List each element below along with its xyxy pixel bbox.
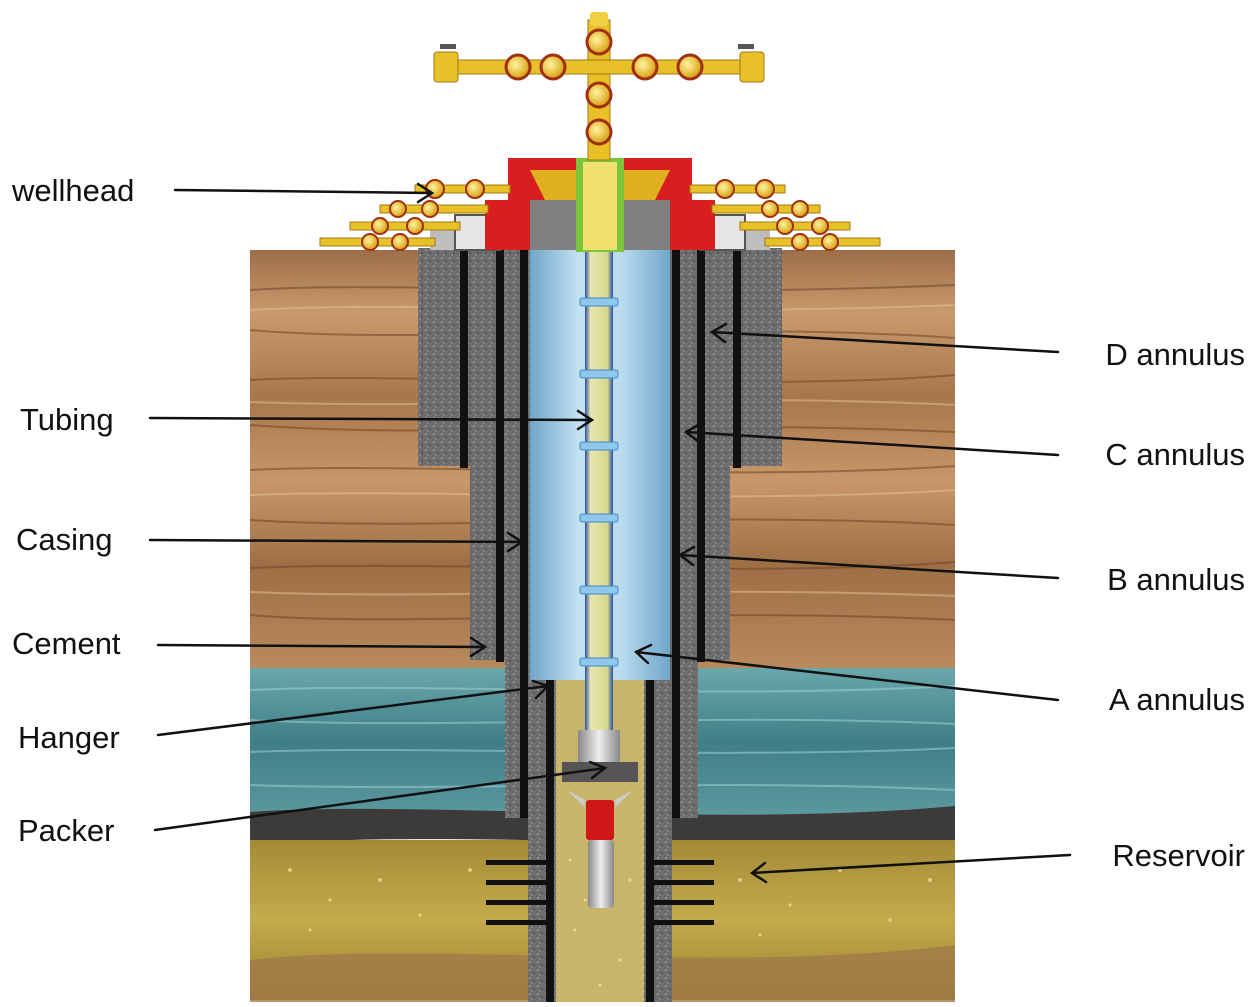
casing-strings bbox=[460, 248, 741, 1002]
label-c-annulus: C annulus bbox=[1105, 437, 1245, 472]
label-b-annulus: B annulus bbox=[1107, 562, 1245, 597]
casing-intermediate-left bbox=[496, 248, 504, 662]
packer-slips-right bbox=[615, 790, 633, 808]
arrow-b-annulus bbox=[677, 545, 1060, 580]
packer-slips-left bbox=[567, 790, 585, 808]
swab-handle-left bbox=[440, 44, 456, 49]
arrow-reservoir bbox=[749, 853, 1072, 884]
wellhead-bore-yellow bbox=[583, 162, 617, 250]
tree-horizontal-pipe bbox=[444, 59, 756, 75]
christmas-tree bbox=[433, 12, 765, 161]
tubing-couplings bbox=[579, 297, 619, 667]
label-a-annulus: A annulus bbox=[1108, 682, 1245, 717]
tubing-hanger-grey-right bbox=[622, 200, 670, 250]
arrow-d-annulus bbox=[709, 322, 1060, 354]
arrow-tubing bbox=[148, 409, 595, 431]
arrow-cement bbox=[156, 636, 488, 658]
label-reservoir: Reservoir bbox=[1112, 838, 1245, 873]
label-d-annulus: D annulus bbox=[1105, 337, 1245, 372]
arrow-a-annulus bbox=[633, 643, 1060, 702]
casing-surface-left bbox=[460, 248, 468, 468]
reservoir-speckles bbox=[288, 868, 932, 937]
arrow-hanger bbox=[156, 679, 551, 737]
liner-right bbox=[646, 680, 654, 1002]
wing-outlet-right bbox=[739, 51, 765, 83]
casing-intermediate-right bbox=[697, 248, 705, 662]
arrow-wellhead bbox=[173, 182, 435, 204]
liner-left bbox=[546, 680, 554, 1002]
tree-cap bbox=[590, 12, 608, 26]
casing-production-right bbox=[672, 248, 680, 818]
cement-outer-right bbox=[724, 248, 782, 466]
leader-lines bbox=[148, 182, 1072, 884]
arrow-packer bbox=[153, 760, 608, 832]
annulus-side-valves bbox=[319, 179, 881, 251]
liner-bore-speckles bbox=[568, 858, 632, 987]
wellhead-assembly bbox=[430, 158, 770, 252]
label-tubing: Tubing bbox=[20, 402, 114, 437]
arrow-casing bbox=[148, 531, 525, 553]
label-casing: Casing bbox=[16, 522, 113, 557]
arrow-c-annulus bbox=[683, 422, 1060, 457]
perforations-left bbox=[486, 860, 552, 925]
tubing-hanger-yellow-right bbox=[622, 170, 670, 200]
tubing-hanger-grey-left bbox=[530, 200, 578, 250]
tailpipe bbox=[588, 840, 614, 908]
tubing-body bbox=[585, 250, 613, 730]
side-valve-wheels bbox=[361, 179, 839, 251]
tree-valves bbox=[504, 28, 704, 146]
casing-production-left bbox=[520, 248, 528, 818]
packer-red-element bbox=[586, 800, 614, 840]
wing-outlet-left bbox=[433, 51, 459, 83]
label-wellhead: wellhead bbox=[12, 173, 135, 208]
tubing-hanger-yellow-left bbox=[530, 170, 578, 200]
casing-head-red-left bbox=[485, 200, 530, 250]
tubing bbox=[562, 250, 638, 908]
label-packer: Packer bbox=[18, 813, 115, 848]
casing-surface-right bbox=[733, 248, 741, 468]
label-hanger: Hanger bbox=[18, 720, 120, 755]
tubing-nipple bbox=[578, 730, 620, 762]
casing-head-red-right bbox=[670, 200, 715, 250]
swab-handle-right bbox=[738, 44, 754, 49]
label-cement: Cement bbox=[12, 626, 121, 661]
perforations-right bbox=[648, 860, 714, 925]
